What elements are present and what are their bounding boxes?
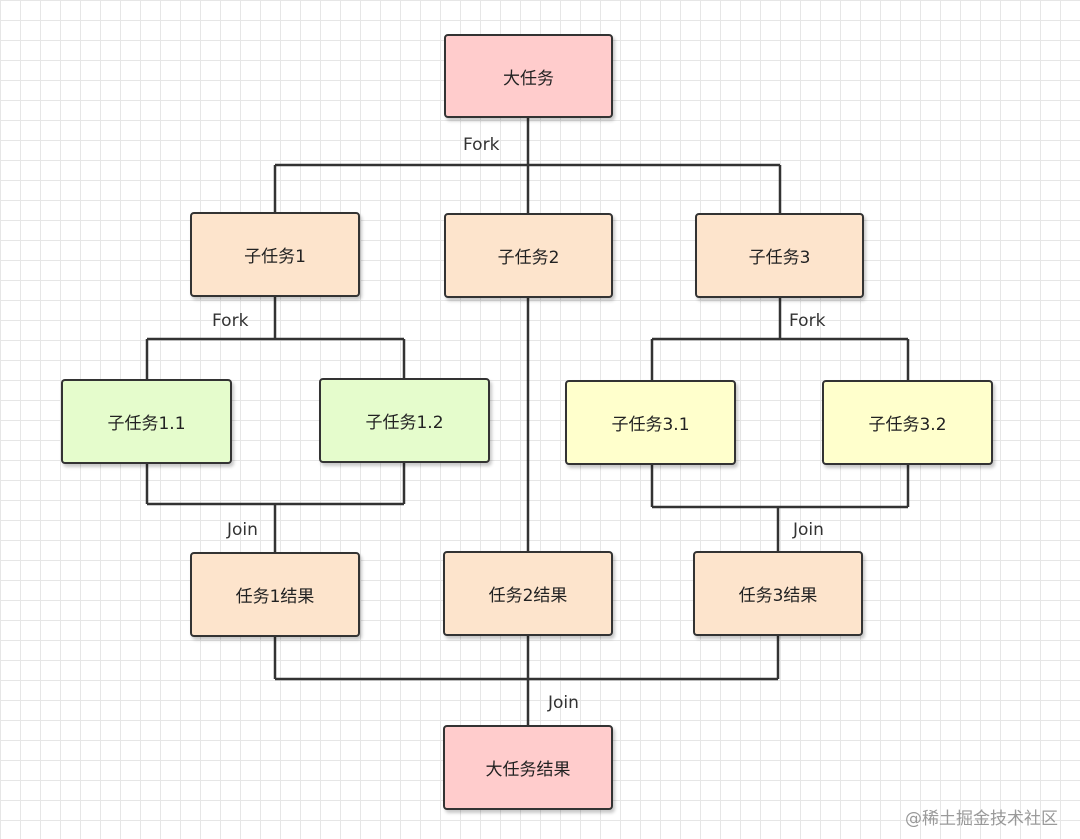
label-fork-left: Fork	[212, 311, 249, 331]
label-fork-top: Fork	[463, 135, 500, 155]
join-left-line	[145, 462, 406, 553]
join-right-line	[650, 464, 910, 551]
node-result-2: 任务2结果	[443, 551, 613, 636]
fork-top-line	[273, 118, 782, 213]
label-join-left: Join	[227, 520, 258, 540]
node-subtask-3-2: 子任务3.2	[822, 380, 993, 465]
node-subtask-3-1: 子任务3.1	[565, 380, 736, 465]
node-subtask-2: 子任务2	[444, 213, 613, 298]
node-result-3: 任务3结果	[693, 551, 863, 636]
node-result-1: 任务1结果	[190, 552, 360, 637]
label-fork-right: Fork	[789, 311, 826, 331]
node-subtask-3: 子任务3	[695, 213, 864, 298]
node-subtask-1: 子任务1	[190, 212, 360, 297]
node-subtask-1-1: 子任务1.1	[61, 379, 232, 464]
node-big-result: 大任务结果	[443, 725, 613, 810]
label-join-right: Join	[793, 520, 824, 540]
join-bottom-line	[273, 635, 780, 725]
fork-left-line	[145, 296, 406, 380]
label-join-bottom: Join	[548, 693, 579, 713]
node-subtask-1-2: 子任务1.2	[319, 378, 490, 463]
fork-right-line	[650, 297, 910, 381]
watermark: @稀土掘金技术社区	[905, 809, 1058, 829]
node-big-task: 大任务	[444, 34, 613, 118]
